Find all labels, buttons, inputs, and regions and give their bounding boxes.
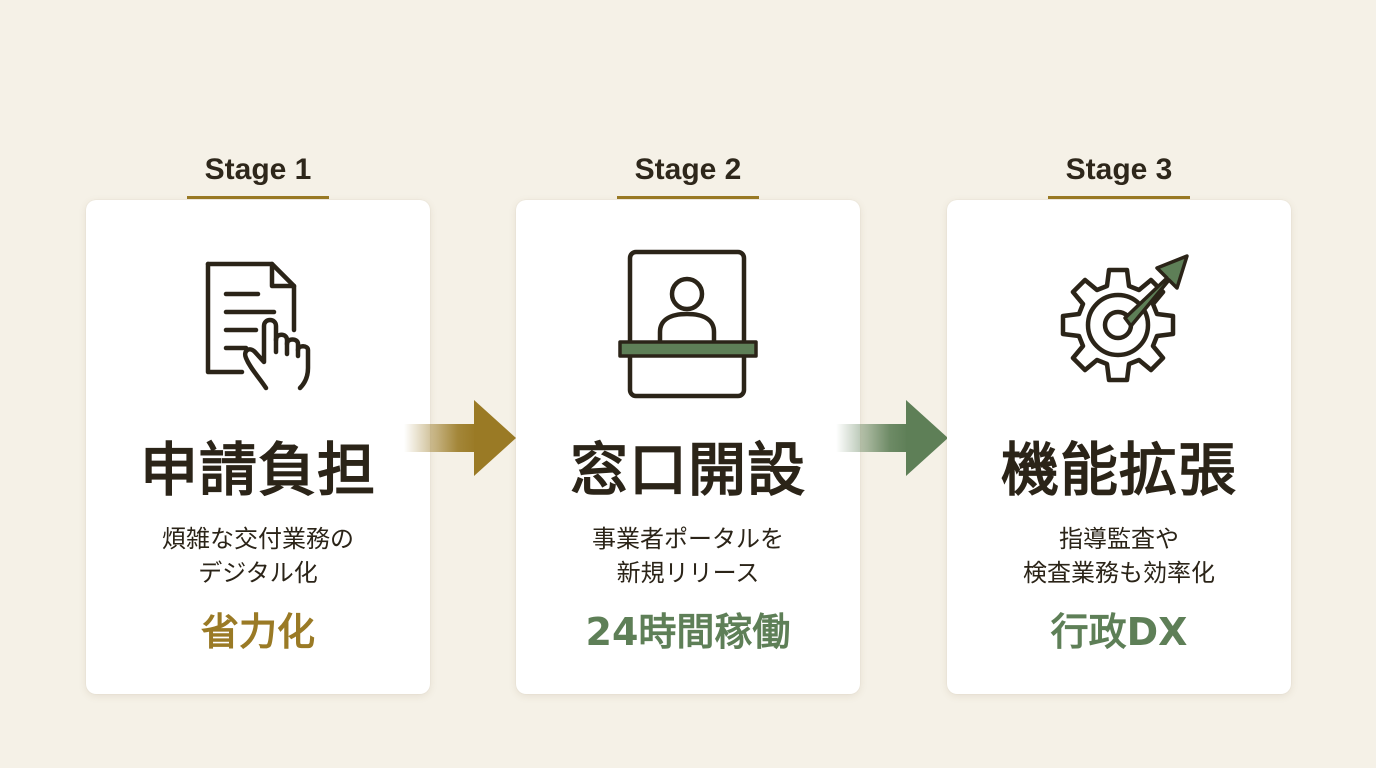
service-counter-icon	[616, 248, 760, 400]
stage-card: 窓口開設 事業者ポータルを 新規リリース 24時間稼働	[516, 200, 860, 694]
stage-underline	[1048, 196, 1190, 199]
stage-underline	[187, 196, 329, 199]
description-line: デジタル化	[198, 559, 318, 587]
stage-description: 事業者ポータルを 新規リリース	[516, 522, 860, 590]
stage-description: 指導監査や 検査業務も効率化	[947, 522, 1291, 590]
stage-description: 煩雑な交付業務の デジタル化	[86, 522, 430, 590]
stage-label: Stage 1	[204, 153, 312, 186]
description-line: 新規リリース	[616, 559, 760, 587]
document-hand-icon	[186, 248, 330, 400]
stage-underline	[617, 196, 759, 199]
description-line: 指導監査や	[1059, 525, 1179, 553]
stage-heading: 窓口開設	[569, 436, 806, 504]
stage-result: 省力化	[200, 610, 315, 654]
description-line: 検査業務も効率化	[1023, 559, 1215, 587]
stage-heading: 申請負担	[139, 436, 376, 504]
description-line: 煩雑な交付業務の	[162, 525, 354, 553]
stage-heading: 機能拡張	[1000, 436, 1237, 504]
stage-card: 機能拡張 指導監査や 検査業務も効率化 行政DX	[947, 200, 1291, 694]
stage-label: Stage 2	[634, 153, 742, 186]
right-arrow-icon	[404, 396, 516, 480]
stage-result: 24時間稼働	[585, 610, 791, 654]
stage-label: Stage 3	[1065, 153, 1173, 186]
right-arrow-icon	[836, 396, 948, 480]
gear-growth-arrow-icon	[1047, 248, 1191, 400]
stage-card: 申請負担 煩雑な交付業務の デジタル化 省力化	[86, 200, 430, 694]
stage-result: 行政DX	[1050, 610, 1188, 654]
description-line: 事業者ポータルを	[592, 525, 784, 553]
